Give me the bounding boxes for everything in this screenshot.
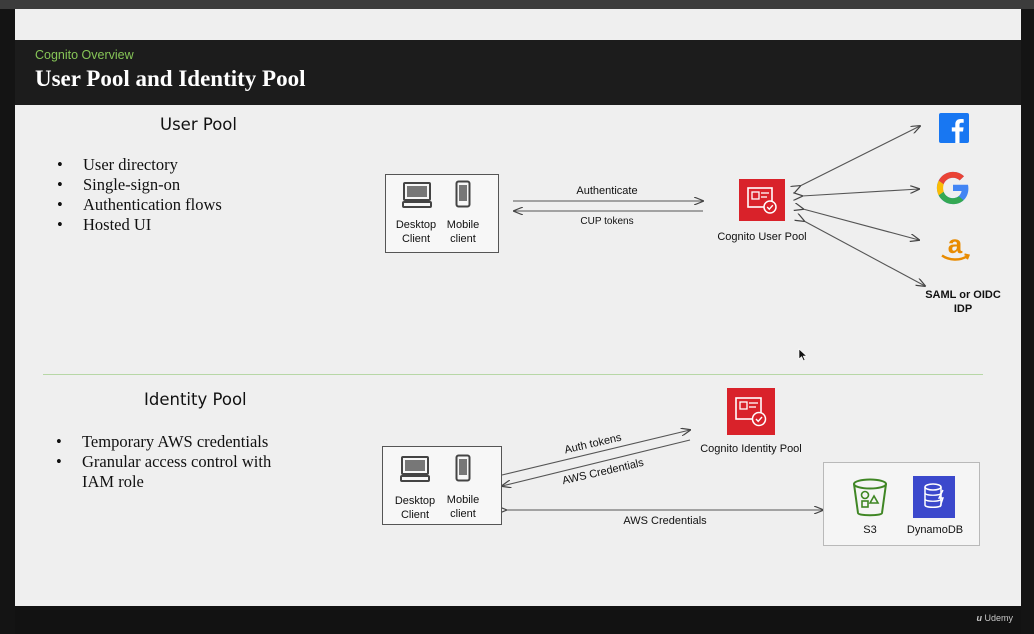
desktop-label-line2: Client [400,509,430,521]
slide: Cognito Overview User Pool and Identity … [15,9,1021,634]
udemy-brand-text: Udemy [984,613,1013,623]
udemy-logo-mark: u [976,613,982,623]
section-divider [43,374,983,375]
bullet-item-continued: IAM role [82,472,144,491]
mobile-client-label: Mobile client [440,218,486,246]
s3-label: S3 [863,524,877,536]
bullet-item: Temporary AWS credentials [56,432,271,452]
bullet-item: Hosted UI [57,215,222,235]
mobile-label-line2: client [450,233,476,245]
dynamodb-label: DynamoDB [906,524,964,536]
desktop-label-line1: Desktop [394,495,436,507]
facebook-arrow [800,126,920,186]
saml-arrow [804,221,925,286]
cognito-user-pool-icon [739,179,785,221]
user-pool-heading: User Pool [160,115,237,134]
mobile-label-line1: Mobile [446,494,480,506]
facebook-icon [939,113,969,143]
aws-services-box: S3 DynamoDB [823,462,980,546]
desktop-client-label: Desktop Client [392,218,440,246]
desktop-icon [402,182,432,208]
svg-text:a: a [948,231,963,259]
idp-label-line2: IDP [953,303,973,315]
user-pool-bullets: User directory Single-sign-on Authentica… [57,155,222,235]
auth-tokens-arrow [501,430,690,476]
desktop-label-line2: Client [401,233,431,245]
mouse-cursor-icon [798,348,808,362]
s3-bucket-icon [853,478,887,517]
user-pool-arrows [15,9,1021,606]
cognito-identity-pool-icon [727,388,775,435]
top-strip [0,0,1034,9]
identity-pool-bullets: Temporary AWS credentials Granular acces… [56,432,271,492]
desktop-icon [400,456,430,482]
slide-header: Cognito Overview User Pool and Identity … [15,40,1021,105]
amazon-icon: a [941,231,971,261]
slide-subtitle: Cognito Overview [35,48,134,62]
cognito-identity-pool-label: Cognito Identity Pool [700,443,802,455]
saml-oidc-idp-label: SAML or OIDC IDP [913,288,1013,316]
cognito-user-pool-label: Cognito User Pool [717,231,807,243]
identity-pool-client-box: Desktop Client Mobile client [382,446,502,525]
desktop-label-line1: Desktop [395,219,437,231]
desktop-client-label: Desktop Client [391,494,439,522]
udemy-logo: u Udemy [976,613,1013,623]
google-icon [936,171,969,205]
mobile-icon [455,454,471,482]
mobile-client-label: Mobile client [440,493,486,521]
bottom-bar: u Udemy [15,606,1021,634]
mobile-icon [455,180,471,208]
aws-credentials-short-arrow [502,439,691,486]
dynamodb-icon [913,476,955,518]
user-pool-client-box: Desktop Client Mobile client [385,174,499,253]
aws-credentials-long-label: AWS Credentials [623,515,707,527]
bullet-item: User directory [57,155,222,175]
bullet-item: Granular access control with [56,452,271,472]
cup-tokens-label: CUP tokens [580,216,634,227]
idp-label-line1: SAML or OIDC [925,289,1001,301]
google-arrow [802,189,919,196]
authenticate-label: Authenticate [576,185,638,197]
bullet-item: Authentication flows [57,195,222,215]
identity-pool-heading: Identity Pool [144,390,247,409]
slide-title: User Pool and Identity Pool [35,66,306,91]
amazon-arrow [803,209,919,240]
bullet-item: Single-sign-on [57,175,222,195]
mobile-label-line1: Mobile [446,219,480,231]
mobile-label-line2: client [450,508,476,520]
